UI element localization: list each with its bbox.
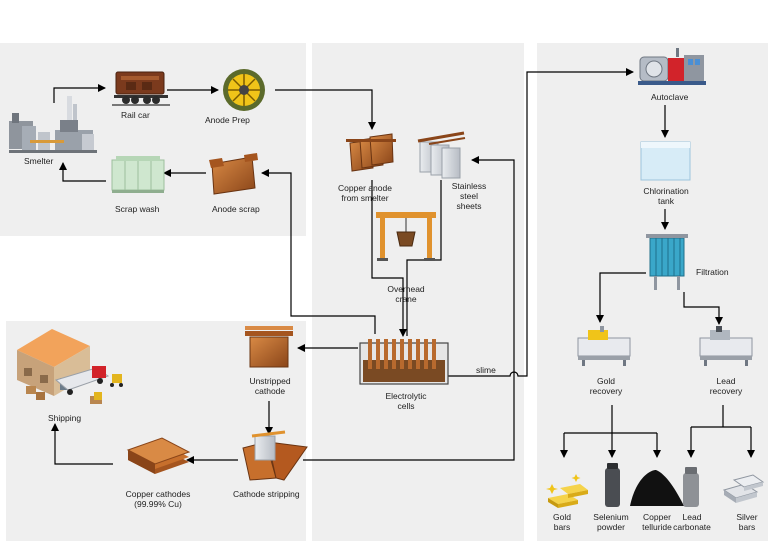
- filtration-icon: [646, 234, 688, 290]
- silver-bars-icon: [722, 474, 765, 503]
- rail-car-icon: [112, 71, 170, 106]
- copper-cathodes-stack-icon: [126, 437, 191, 474]
- label-slime: slime: [476, 365, 496, 375]
- label-copper-cathodes: Copper cathodes (99.99% Cu): [125, 489, 191, 509]
- label-autoclave: Autoclave: [651, 92, 689, 102]
- label-chlorination-tank: Chlorination tank: [643, 186, 689, 206]
- label-selenium-powder: Selenium powder: [593, 512, 629, 532]
- label-anode-prep: Anode Prep: [205, 115, 250, 125]
- selenium-powder-icon: [605, 463, 620, 507]
- shipping-warehouse-icon: [17, 329, 123, 404]
- label-electrolytic-cells: Electrolytic cells: [385, 391, 427, 411]
- label-lead-carbonate: Lead carbonate: [673, 512, 711, 532]
- copper-anode-icon: [346, 133, 396, 172]
- label-lead-recovery: Lead recovery: [709, 376, 743, 396]
- label-cathode-stripping: Cathode stripping: [233, 489, 300, 499]
- panel-slime-processing: [537, 43, 768, 541]
- copper-telluride-icon: [630, 470, 684, 506]
- anode-scrap-icon: [209, 153, 258, 195]
- label-copper-telluride: Copper telluride: [642, 512, 672, 532]
- label-rail-car: Rail car: [121, 110, 150, 120]
- cathode-stripping-icon: [242, 430, 308, 481]
- lead-recovery-icon: [699, 326, 753, 366]
- chlorination-tank-icon: [640, 141, 691, 181]
- label-stainless-sheets: Stainless steel sheets: [451, 181, 487, 211]
- label-gold-recovery: Gold recovery: [589, 376, 623, 396]
- label-scrap-wash: Scrap wash: [115, 204, 160, 214]
- label-filtration: Filtration: [696, 267, 729, 277]
- gold-recovery-icon: [577, 326, 631, 366]
- scrap-wash-icon: [111, 156, 165, 193]
- electrolytic-cells-icon: [359, 339, 449, 385]
- overhead-crane-icon: [376, 212, 436, 261]
- label-unstripped-cathode: Unstripped cathode: [249, 376, 291, 396]
- lead-carbonate-icon: [683, 467, 699, 507]
- label-gold-bars: Gold bars: [553, 512, 571, 532]
- unstripped-cathode-icon: [245, 326, 293, 368]
- autoclave-icon: [638, 48, 706, 85]
- label-overhead-crane: Overhead crane: [387, 284, 425, 304]
- label-anode-scrap: Anode scrap: [212, 204, 260, 214]
- label-smelter: Smelter: [24, 156, 54, 166]
- label-copper-anode: Copper anode from smelter: [338, 183, 392, 203]
- panel-refining: [312, 43, 524, 541]
- label-silver-bars: Silver bars: [736, 512, 758, 532]
- gold-bars-icon: [546, 474, 588, 508]
- label-shipping: Shipping: [48, 413, 82, 423]
- anode-prep-wheel-icon: [223, 69, 265, 111]
- smelter-icon: [9, 96, 97, 153]
- stainless-steel-sheets-icon: [417, 131, 466, 179]
